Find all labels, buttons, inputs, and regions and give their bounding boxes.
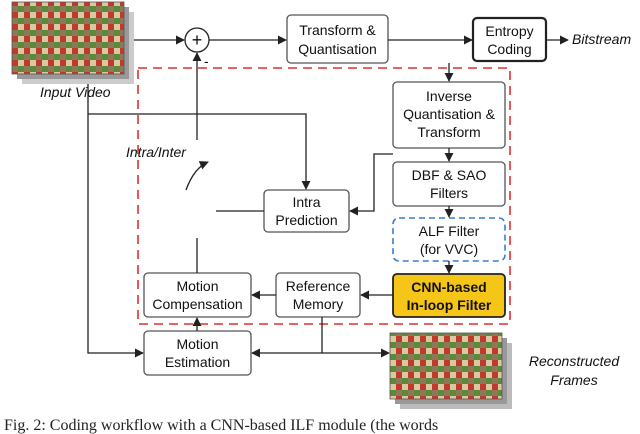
cnn-filter-label-2: In-loop Filter [407,297,492,313]
intra-inter-label: Intra/Inter [126,144,187,160]
reference-memory-label-2: Memory [293,296,344,312]
inverse-label-3: Transform [417,124,480,140]
alf-filter-box [392,217,506,262]
cnn-filter-label-1: CNN-based [411,279,486,295]
dbf-sao-label-1: DBF & SAO [412,167,487,183]
motion-estimation-label-1: Motion [176,336,218,352]
intra-prediction-label-2: Prediction [275,212,337,228]
transform-quantisation-label-2: Quantisation [298,41,377,57]
entropy-coding-label-1: Entropy [485,23,533,39]
motion-compensation-label-2: Compensation [152,296,242,312]
figure-caption: Fig. 2: Coding workflow with a CNN-based… [4,417,438,434]
inverse-label-1: Inverse [426,88,472,104]
alf-filter-label-1: ALF Filter [419,223,480,239]
intra-inter-switch-icon [185,161,209,191]
reconstructed-frames-image [389,332,512,409]
reconstructed-label-2: Frames [550,372,597,388]
inverse-label-2: Quantisation & [403,106,495,122]
intra-prediction-label-1: Intra [292,194,320,210]
alf-filter-label-2: (for VVC) [420,241,478,257]
bitstream-label: Bitstream [572,31,631,47]
dbf-sao-label-2: Filters [430,185,468,201]
motion-compensation-label-1: Motion [176,278,218,294]
connection-lines [87,35,569,358]
transform-quantisation-box [286,14,389,64]
motion-estimation-label-2: Estimation [165,354,230,370]
input-video-label: Input Video [40,84,111,100]
input-video-image [11,1,134,84]
transform-quantisation-label-1: Transform & [299,22,376,38]
entropy-coding-label-2: Coding [487,41,531,57]
adder-minus-sign: - [204,53,209,69]
reconstructed-label-1: Reconstructed [529,353,620,369]
adder-plus-icon: + [192,30,203,50]
inloop-dashed-region [137,67,511,325]
reference-memory-label-1: Reference [286,278,351,294]
